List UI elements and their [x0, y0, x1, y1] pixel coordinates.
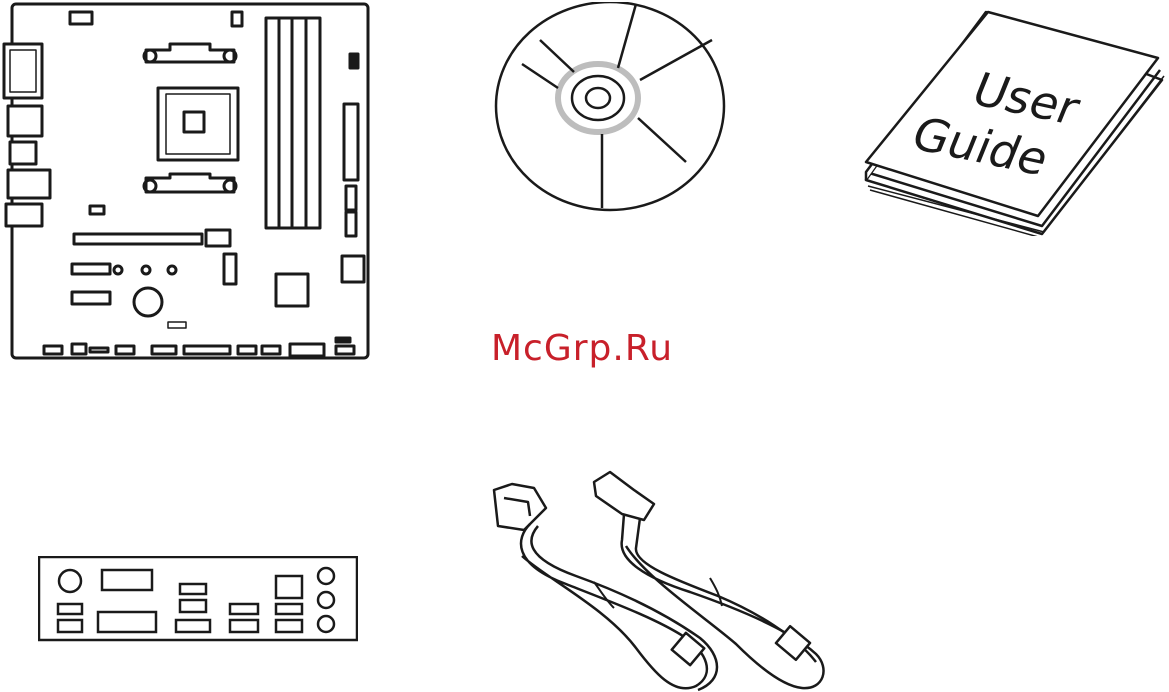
watermark-text: McGrp.Ru [491, 328, 701, 372]
driver-disc-illustration [494, 2, 728, 214]
sata-cables-illustration [486, 468, 836, 692]
motherboard-illustration [0, 0, 372, 364]
io-shield-illustration [38, 556, 358, 642]
